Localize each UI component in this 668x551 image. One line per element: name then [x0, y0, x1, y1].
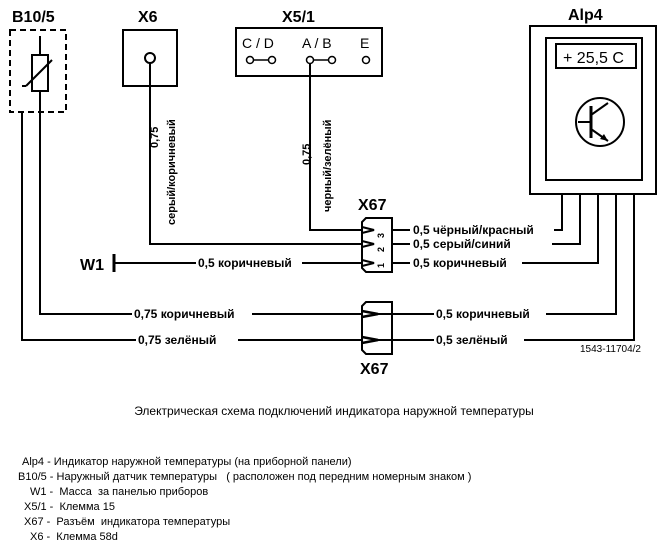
x5-wire-gauge: 0,75 — [301, 144, 313, 165]
legend-item-x6: X6 - Клемма 58d — [30, 531, 118, 543]
wire-label-black-red: 0,5 чёрный/красный — [413, 223, 534, 237]
x5-terminal-ab: A / B — [302, 35, 332, 51]
x6-wire-color: серый/коричневый — [166, 119, 178, 225]
pin-2: 2 — [376, 247, 386, 252]
label-alp4: Alp4 — [568, 7, 603, 24]
legend-item-b10-5: B10/5 - Наружный датчик температуры ( ра… — [18, 471, 472, 483]
diagram-caption: Электрическая схема подключений индикато… — [134, 404, 534, 418]
w1-wire-label: 0,5 коричневый — [198, 256, 292, 270]
wire-label-lower-right-green: 0,5 зелёный — [436, 333, 508, 347]
label-x67-bottom: X67 — [360, 361, 389, 378]
figure-code: 1543-11704/2 — [580, 344, 641, 355]
wire-x5-1 — [309, 64, 362, 231]
legend-item-alp4: Alp4 - Индикатор наружной температуры (н… — [22, 456, 352, 468]
wire-label-lower-right-brown: 0,5 коричневый — [436, 307, 530, 321]
wire-label-brown-right: 0,5 коричневый — [413, 256, 507, 270]
transistor-icon — [575, 97, 625, 147]
wire-label-lower-left-green: 0,75 зелёный — [138, 333, 216, 347]
wire-label-gray-blue: 0,5 серый/синий — [413, 237, 511, 251]
x67-bottom-connector — [361, 301, 393, 355]
temperature-value: + 25,5 C — [563, 50, 624, 67]
x5-terminal-cd: C / D — [242, 35, 274, 51]
temperature-display — [555, 43, 637, 69]
b10-5-housing — [9, 29, 67, 113]
wire-b10-green — [21, 112, 362, 341]
wire-x6 — [149, 63, 362, 245]
label-w1: W1 — [80, 257, 104, 274]
label-x67-top: X67 — [358, 197, 387, 214]
thermistor-slash — [25, 59, 53, 87]
label-b10-5: B10/5 — [12, 9, 55, 26]
x6-wire-gauge: 0,75 — [149, 127, 161, 148]
legend-item-x67: X67 - Разъём индикатора температуры — [24, 516, 231, 528]
legend-item-x5-1: X5/1 - Клемма 15 — [24, 501, 115, 513]
x5-terminal-e: E — [360, 35, 369, 51]
wire-b10-brown — [39, 112, 362, 315]
label-x6: X6 — [138, 9, 158, 26]
x5-wire-color: черный/зелёный — [322, 120, 334, 212]
label-x5-1: X5/1 — [282, 9, 315, 26]
x6-terminal — [144, 52, 156, 64]
wire-label-lower-left-brown: 0,75 коричневый — [134, 307, 234, 321]
legend-item-w1: W1 - Масса за панелью приборов — [30, 486, 209, 498]
pin-1: 1 — [376, 263, 386, 268]
pin-3: 3 — [376, 233, 386, 238]
